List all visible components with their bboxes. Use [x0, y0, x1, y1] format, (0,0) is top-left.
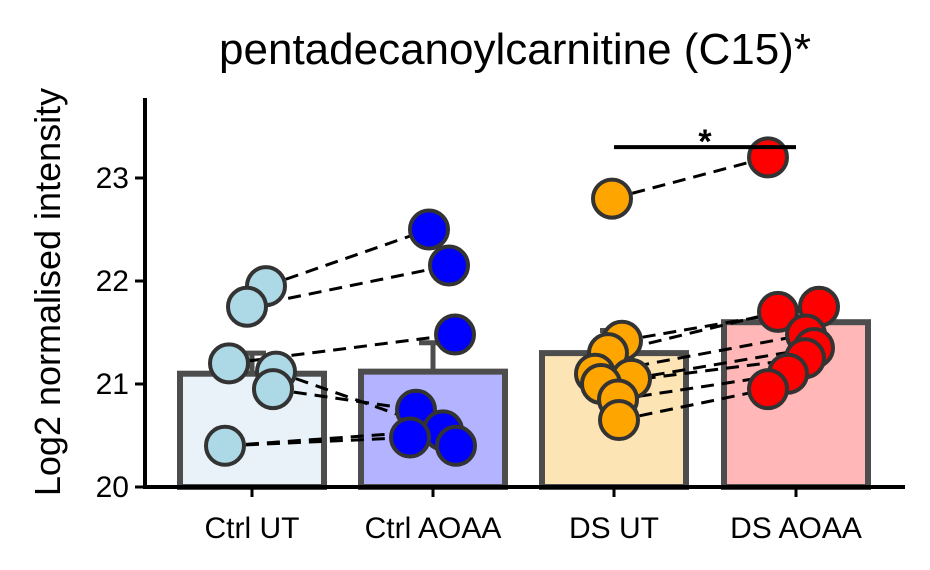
- x-tick-label: DS AOAA: [730, 512, 862, 545]
- y-tick-label: 20: [96, 471, 129, 504]
- data-point: [252, 368, 294, 411]
- data-point: [204, 424, 246, 467]
- x-tick-label: DS UT: [569, 512, 659, 545]
- data-point: [389, 416, 431, 459]
- paired-line: [630, 346, 815, 381]
- data-point: [598, 399, 640, 442]
- data-point: [434, 313, 476, 356]
- data-point: [408, 208, 450, 251]
- x-tick-label: Ctrl AOAA: [365, 512, 502, 545]
- paired-line: [621, 305, 820, 343]
- data-point: [226, 285, 268, 328]
- data-point: [208, 342, 250, 385]
- data-point: [757, 290, 799, 333]
- paired-line: [246, 264, 450, 309]
- significance-label: *: [698, 123, 712, 161]
- paired-line: [617, 372, 789, 401]
- paired-line: [224, 428, 444, 448]
- paired-line: [618, 387, 769, 422]
- paired-line: [272, 387, 417, 412]
- paired-line: [611, 155, 769, 201]
- data-point: [428, 244, 470, 287]
- y-tick-label: 22: [96, 265, 129, 298]
- paired-line: [228, 333, 456, 365]
- y-tick-label: 23: [96, 162, 129, 195]
- chart-title: pentadecanoylcarnitine (C15)*: [219, 25, 811, 74]
- x-tick-label: Ctrl UT: [205, 512, 300, 545]
- y-axis-label: Log2 normalised intensity: [27, 88, 68, 496]
- data-point: [435, 424, 477, 467]
- data-point: [747, 368, 789, 411]
- y-tick-label: 21: [96, 368, 129, 401]
- paired-line: [224, 436, 411, 448]
- data-point: [591, 177, 633, 220]
- bar: [177, 370, 327, 491]
- data-point: [747, 136, 789, 179]
- paired-line: [265, 228, 430, 288]
- paired-line: [594, 333, 807, 376]
